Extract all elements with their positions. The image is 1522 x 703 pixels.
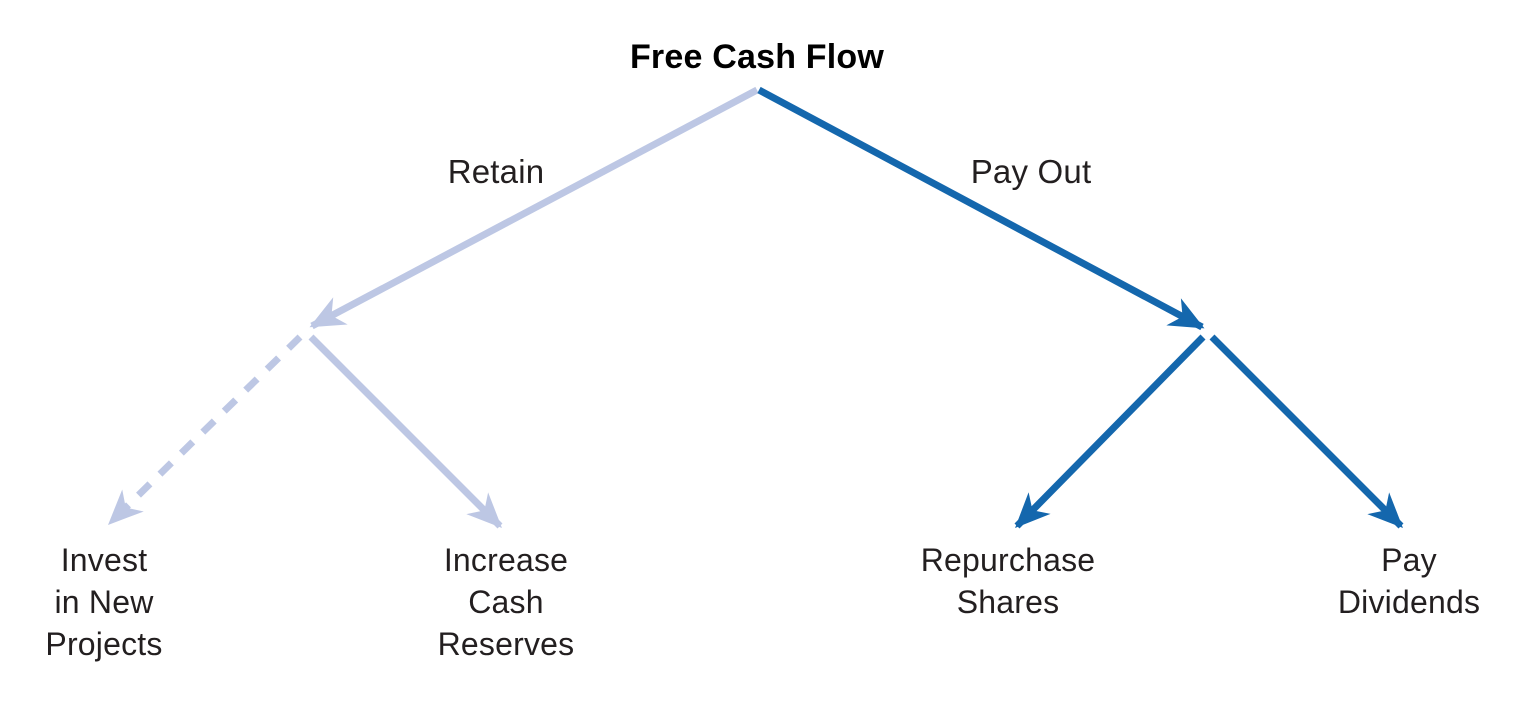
edge-pay-dividends (1209, 334, 1404, 529)
edge-invest-in-new-projects (107, 334, 303, 526)
branch-label-pay-out: Pay Out (970, 153, 1092, 190)
edge-retain (309, 86, 759, 330)
leaf-line: Dividends (1337, 584, 1481, 620)
leaf-line: Increase (443, 542, 569, 578)
leaf-line: Invest (60, 542, 148, 578)
leaf-pay-dividends: Pay Dividends (1338, 539, 1480, 623)
leaf-repurchase-shares: Repurchase Shares (921, 539, 1096, 623)
leaf-line: Repurchase (920, 542, 1096, 578)
leaf-line: Shares (956, 584, 1060, 620)
leaf-line: Cash (468, 584, 544, 620)
leaf-line: in New (54, 584, 154, 620)
leaf-line: Projects (45, 626, 163, 662)
edge-payout (757, 86, 1205, 331)
branch-label-retain: Retain (447, 153, 545, 190)
edge-increase-cash-reserves (308, 334, 503, 529)
diagram-title: Free Cash Flow (629, 38, 885, 76)
leaf-line: Pay (1381, 542, 1437, 578)
leaf-line: Reserves (437, 626, 575, 662)
edge-repurchase-shares (1014, 334, 1206, 529)
leaf-invest-in-new-projects: Invest in New Projects (45, 539, 162, 665)
leaf-increase-cash-reserves: Increase Cash Reserves (438, 539, 575, 665)
